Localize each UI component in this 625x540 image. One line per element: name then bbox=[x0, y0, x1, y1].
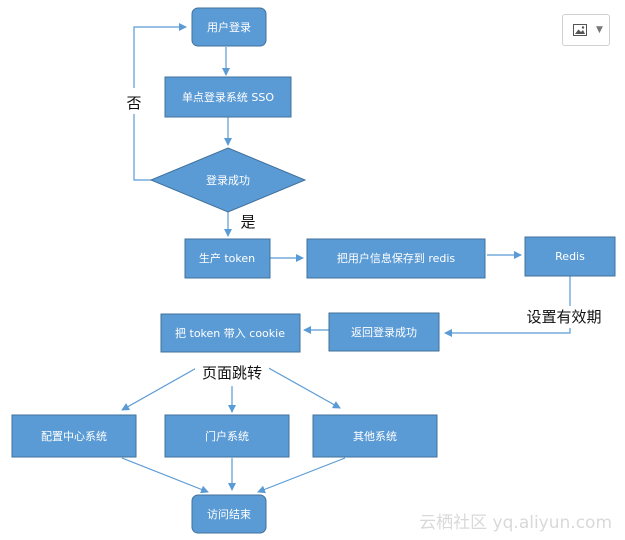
label-redirect-bg bbox=[195, 361, 269, 383]
node-portal-label: 门户系统 bbox=[205, 429, 249, 443]
node-redis-label: Redis bbox=[555, 250, 585, 263]
edges bbox=[121, 23, 571, 494]
node-redis: Redis bbox=[524, 236, 616, 277]
watermark: 云栖社区 yq.aliyun.com bbox=[419, 513, 612, 533]
edge-redis-to-return bbox=[444, 276, 571, 337]
node-other: 其他系统 bbox=[312, 414, 438, 458]
node-save-redis: 把用户信息保存到 redis bbox=[306, 238, 486, 279]
label-yes: 是 bbox=[240, 213, 255, 231]
node-portal: 门户系统 bbox=[164, 414, 290, 458]
node-return-success: 返回登录成功 bbox=[328, 312, 440, 352]
image-options-button[interactable]: ▼ bbox=[562, 14, 610, 46]
node-token-cookie-label: 把 token 带入 cookie bbox=[175, 326, 285, 340]
node-token-cookie: 把 token 带入 cookie bbox=[160, 313, 301, 353]
node-user-login-label: 用户登录 bbox=[207, 20, 251, 34]
node-sso-label: 单点登录系统 SSO bbox=[182, 90, 274, 104]
node-config-center: 配置中心系统 bbox=[11, 414, 137, 458]
node-end-label: 访问结束 bbox=[207, 508, 251, 521]
label-expiry-bg bbox=[522, 306, 606, 328]
decision-login-success-label: 登录成功 bbox=[206, 173, 250, 187]
edge-config-to-end bbox=[121, 457, 209, 494]
node-user-login: 用户登录 bbox=[191, 7, 267, 47]
label-redirect: 页面跳转 bbox=[202, 364, 262, 382]
node-save-redis-label: 把用户信息保存到 redis bbox=[337, 251, 456, 265]
node-gen-token-label: 生产 token bbox=[199, 251, 255, 265]
label-no: 否 bbox=[126, 94, 141, 112]
edge-cookie-to-config bbox=[121, 365, 201, 411]
node-sso: 单点登录系统 SSO bbox=[164, 76, 292, 118]
edge-cookie-to-other bbox=[264, 365, 341, 409]
chevron-down-icon: ▼ bbox=[596, 25, 603, 35]
node-config-center-label: 配置中心系统 bbox=[41, 430, 107, 443]
node-return-success-label: 返回登录成功 bbox=[351, 325, 417, 339]
node-other-label: 其他系统 bbox=[353, 430, 397, 443]
decision-login-success: 登录成功 bbox=[149, 147, 307, 213]
label-expiry: 设置有效期 bbox=[526, 308, 601, 326]
label-no-bg bbox=[118, 88, 150, 114]
node-gen-token: 生产 token bbox=[184, 238, 271, 279]
node-end: 访问结束 bbox=[191, 494, 267, 534]
image-icon bbox=[573, 24, 587, 36]
edge-other-to-end bbox=[257, 457, 346, 494]
